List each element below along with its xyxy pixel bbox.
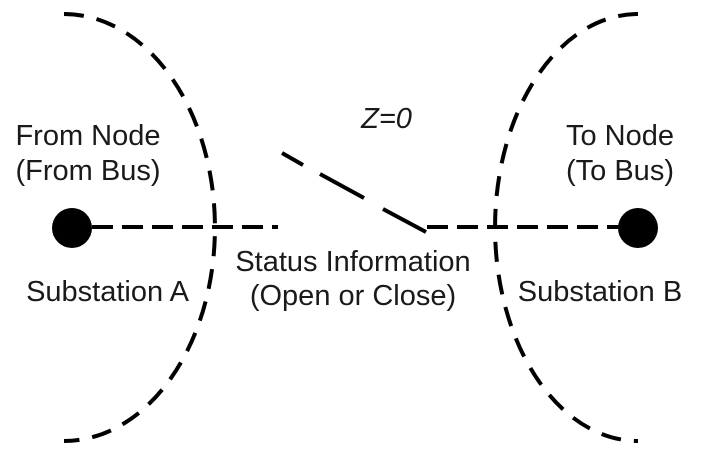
status-label-line2: (Open or Close) (249, 280, 457, 312)
switch-blade-line (281, 151, 427, 234)
to-node-dot (618, 208, 658, 248)
switch-blade-dash (319, 172, 365, 200)
substation-b-label: Substation B (517, 276, 683, 308)
substation-a-label: Substation A (26, 276, 189, 308)
to-node-label-line2: (To Bus) (566, 155, 674, 187)
switch-blade-dash (382, 207, 427, 234)
from-node-label-line1: From Node (15, 120, 161, 152)
to-node-label: To Node (To Bus) (535, 119, 702, 189)
switch-blade-dash (281, 151, 304, 167)
impedance-label: Z=0 (361, 103, 412, 135)
from-node-dot (52, 208, 92, 248)
status-information-label: Status Information (Open or Close) (221, 245, 485, 313)
from-node-label-line2: (From Bus) (15, 155, 161, 187)
substation-a-boundary-arc (63, 12, 217, 443)
status-label-line1: Status Information (235, 246, 471, 278)
from-node-label: From Node (From Bus) (3, 119, 173, 189)
to-node-label-line1: To Node (565, 120, 674, 152)
